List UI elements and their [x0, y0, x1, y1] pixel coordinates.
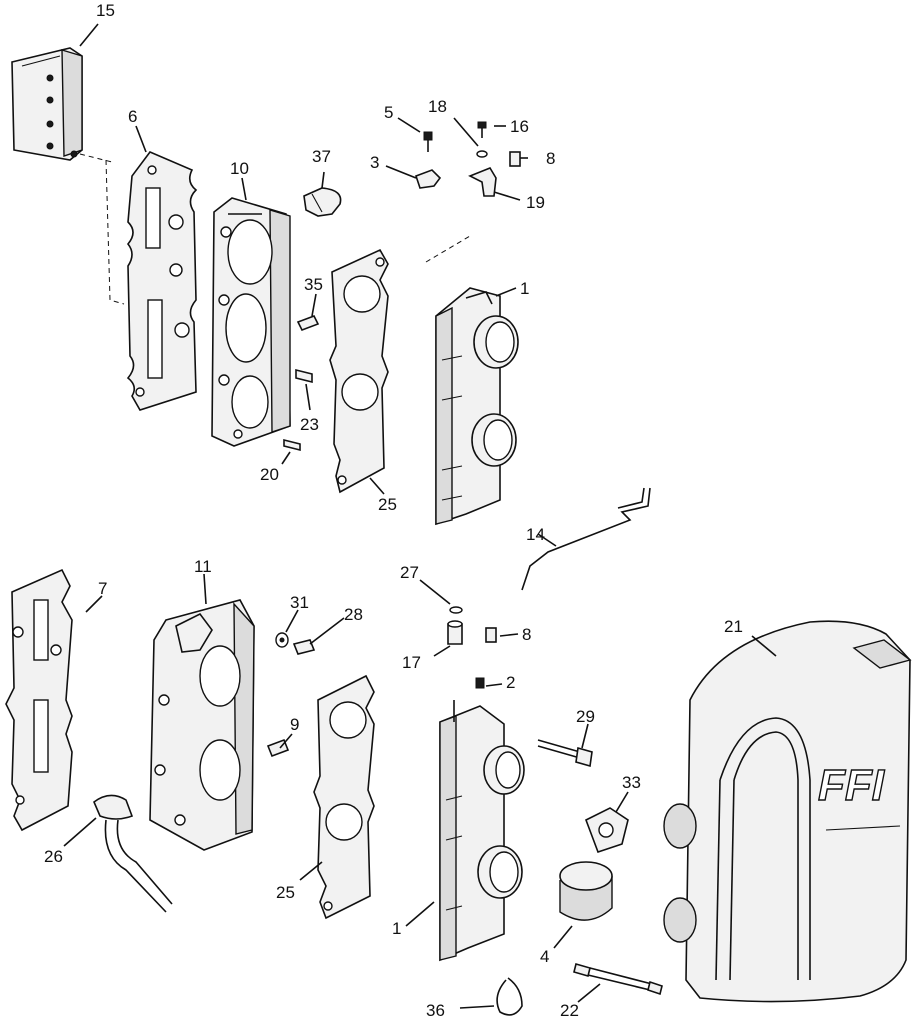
callout-19: 19	[526, 193, 545, 212]
callout-31: 31	[290, 593, 309, 612]
callout-22: 22	[560, 1001, 579, 1020]
part-27-oring	[449, 606, 463, 614]
part-1-intake-manifold-upper	[435, 287, 519, 526]
callout-11: 11	[194, 557, 212, 576]
part-22-bolt	[573, 963, 663, 996]
callout-15: 15	[96, 1, 115, 20]
part-33-sensor	[584, 807, 629, 854]
callout-35: 35	[304, 275, 323, 294]
part-25-gasket-lower	[313, 674, 375, 920]
part-16-screw	[477, 121, 487, 138]
callout-27: 27	[400, 563, 419, 582]
part-29-bolt	[537, 739, 593, 768]
callout-8-lower: 8	[522, 625, 531, 644]
part-23-screw	[295, 368, 313, 384]
callout-29: 29	[576, 707, 595, 726]
callout-3: 3	[370, 153, 379, 172]
callout-23: 23	[300, 415, 319, 434]
part-8-nut-upper	[509, 151, 521, 167]
callout-2: 2	[506, 673, 515, 692]
part-8-nut-lower	[485, 627, 497, 643]
callout-10: 10	[230, 159, 249, 178]
part-37-clamp	[303, 187, 342, 217]
part-20-screw	[283, 438, 301, 452]
part-31-washer	[275, 632, 289, 648]
part-5-screw	[423, 131, 433, 152]
part-4-sleeve	[559, 861, 613, 921]
callout-26: 26	[44, 847, 63, 866]
callout-4: 4	[540, 947, 549, 966]
part-15-cover-plate	[11, 47, 125, 305]
callout-6: 6	[128, 107, 137, 126]
part-35-fitting	[296, 314, 320, 332]
part-2-screw	[475, 677, 485, 689]
part-36-clamp	[496, 977, 523, 1016]
part-28-screw	[292, 639, 316, 655]
part-17-sleeve	[447, 620, 463, 645]
part-18-washer	[476, 150, 488, 158]
part-1-intake-manifold-lower	[439, 700, 525, 962]
callout-1-upper: 1	[520, 279, 529, 298]
callout-36: 36	[426, 1001, 445, 1020]
callout-21: 21	[724, 617, 743, 636]
callout-25-upper: 25	[378, 495, 397, 514]
callout-8-upper: 8	[546, 149, 555, 168]
callout-37: 37	[312, 147, 331, 166]
part-11-manifold-housing	[149, 599, 255, 851]
part-10-manifold-housing	[211, 197, 291, 447]
cover-logo-text: FFI	[818, 761, 885, 810]
callout-labels: 15 6 10 37 5 18 16 3 8 19 35 1 23 20 25 …	[44, 1, 743, 1020]
callout-14: 14	[526, 525, 545, 544]
callout-18: 18	[428, 97, 447, 116]
callout-7: 7	[98, 579, 107, 598]
callout-5: 5	[384, 103, 393, 122]
part-21-engine-cover: FFI	[663, 620, 912, 1003]
part-26-hose	[93, 794, 173, 913]
callout-16: 16	[510, 117, 529, 136]
leader-lines	[63, 23, 777, 1009]
callout-28: 28	[344, 605, 363, 624]
callout-33: 33	[622, 773, 641, 792]
part-14-link-rod	[521, 487, 651, 591]
callout-9: 9	[290, 715, 299, 734]
part-6-gasket	[126, 151, 198, 411]
part-7-gasket	[5, 568, 73, 832]
callout-25-lower: 25	[276, 883, 295, 902]
part-3-bracket	[414, 169, 442, 189]
callout-1-lower: 1	[392, 919, 401, 938]
part-25-gasket-upper	[329, 235, 471, 494]
part-19-link	[468, 167, 497, 197]
callout-20: 20	[260, 465, 279, 484]
callout-17: 17	[402, 653, 421, 672]
